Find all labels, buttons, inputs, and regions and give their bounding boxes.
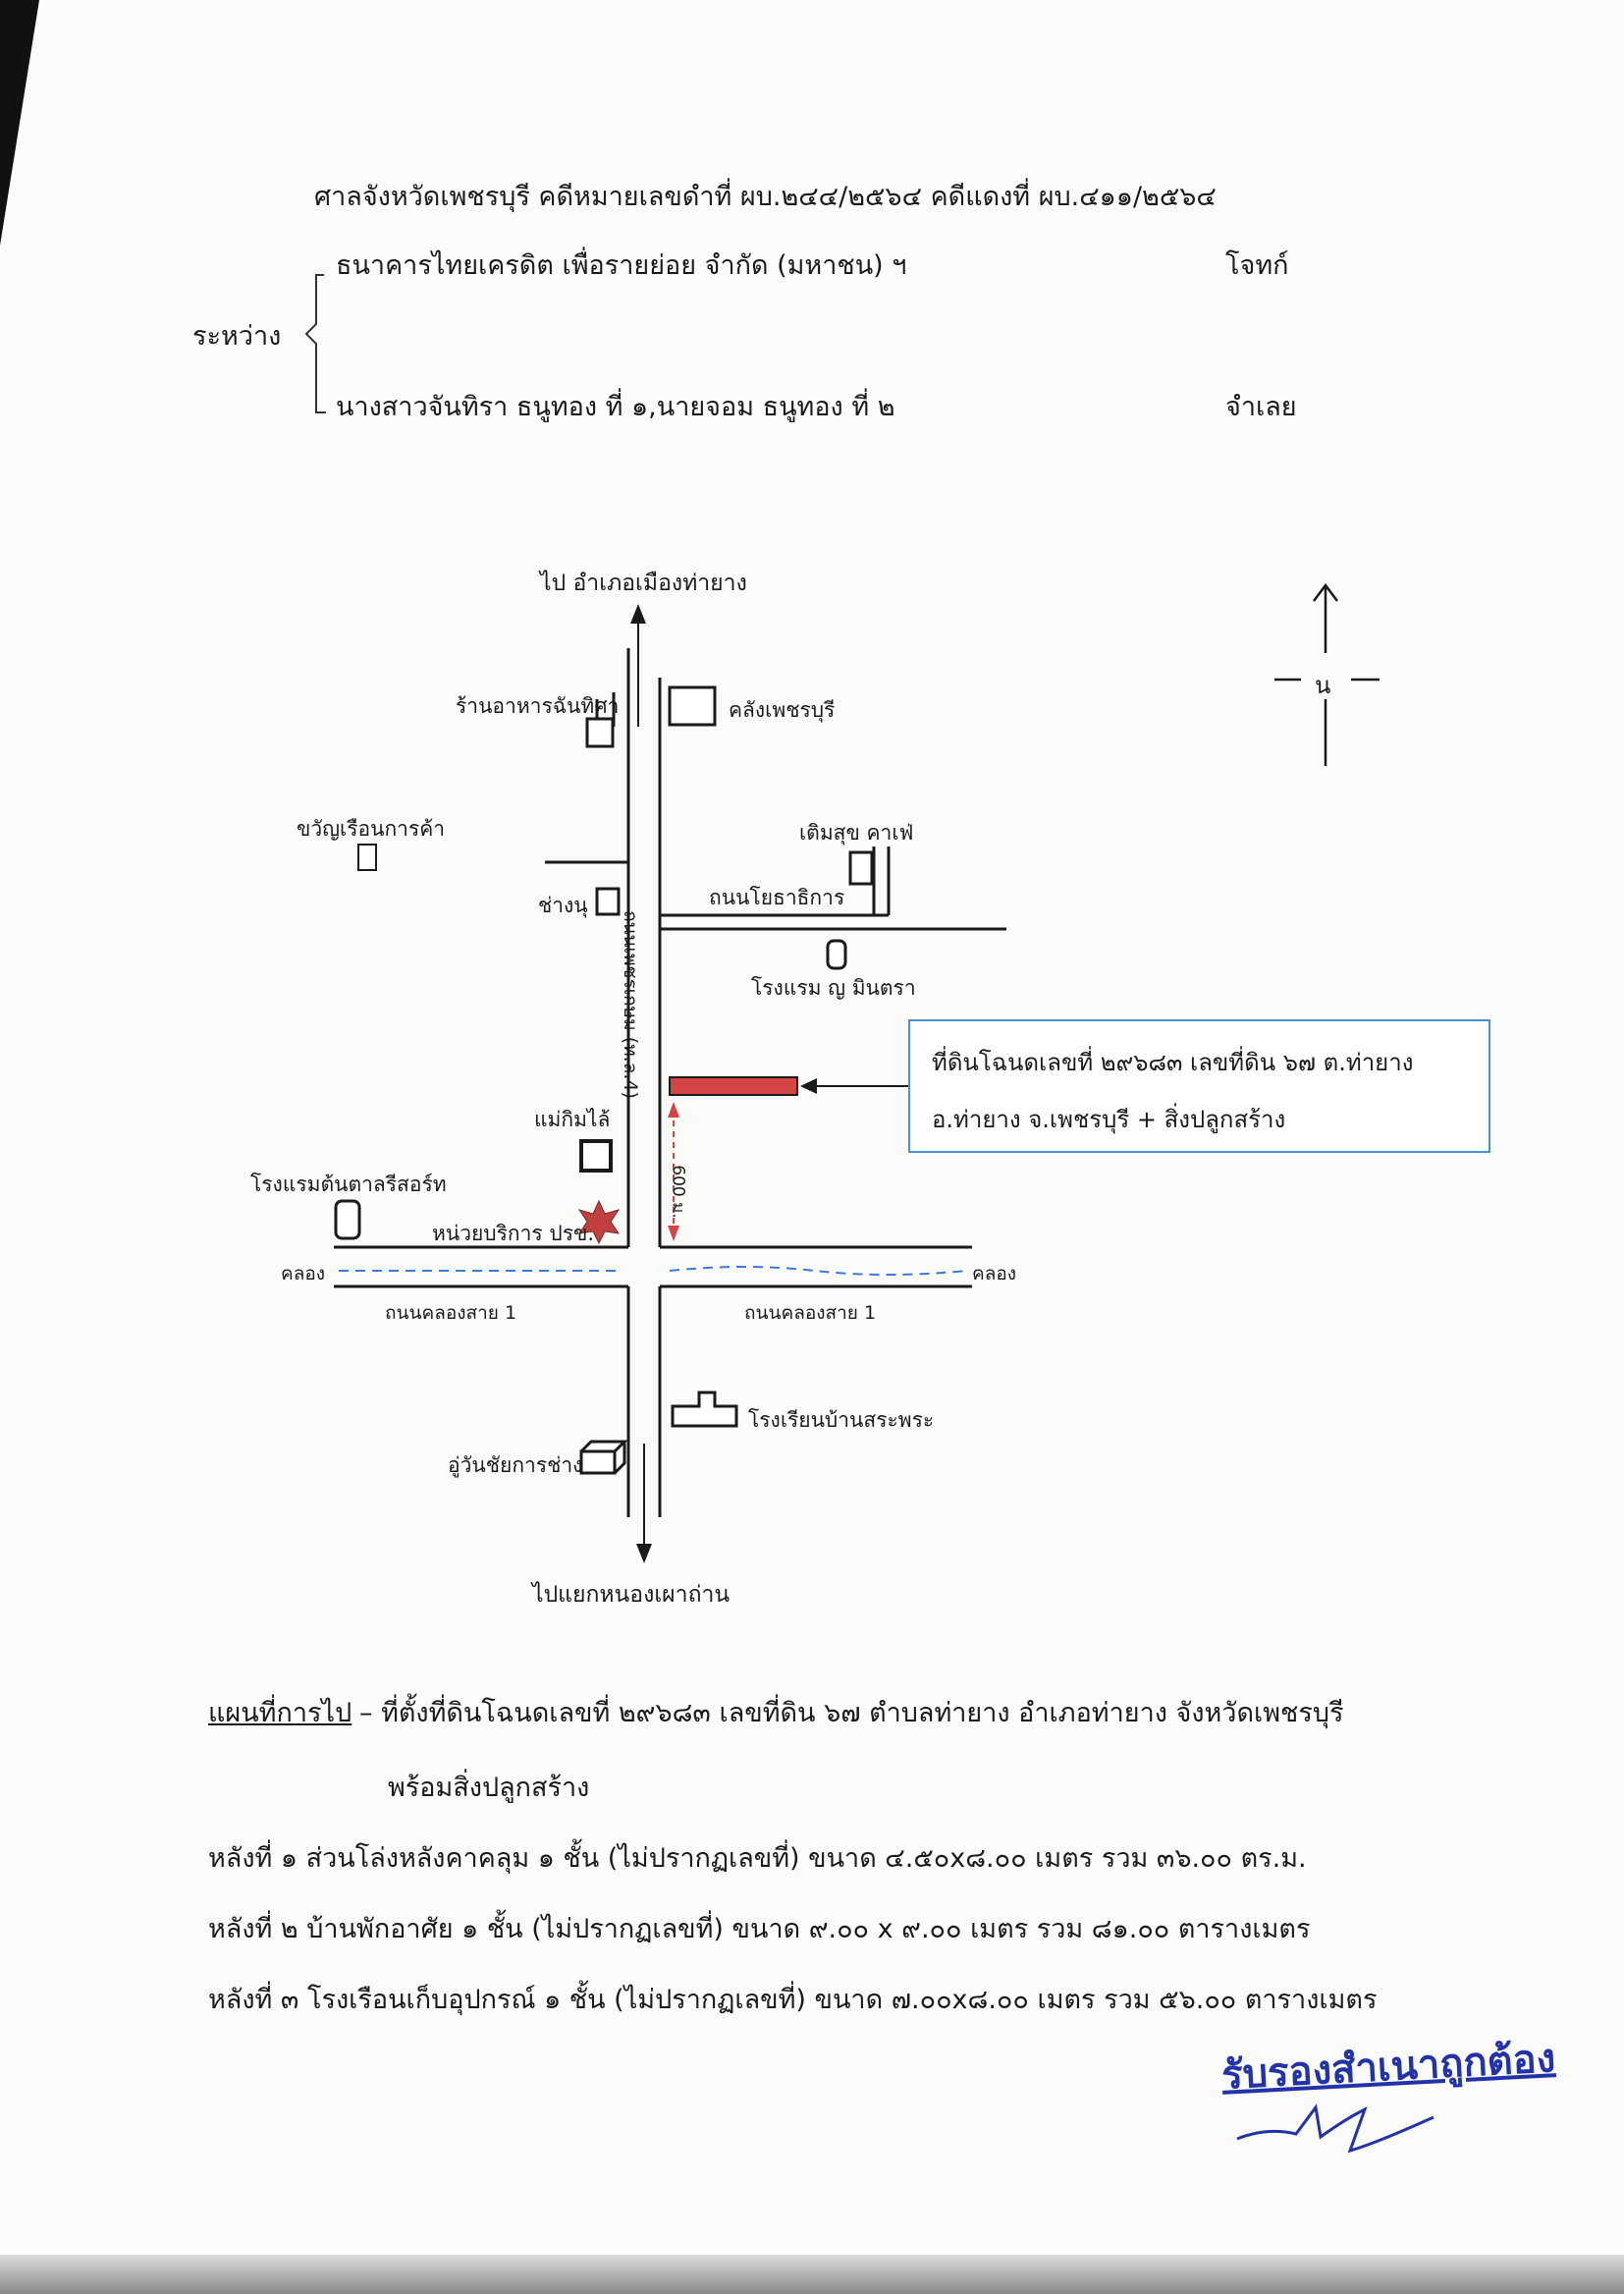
description-title: แผนที่การไป (208, 1698, 352, 1728)
hotel-icon (826, 939, 847, 970)
landmark-school: โรงเรียนบ้านสระพระ (748, 1408, 935, 1432)
plot-info-line1: ที่ดินโฉนดเลขที่ ๒๙๖๘๓ เลขที่ดิน ๖๗ ต.ท่… (932, 1049, 1414, 1076)
canal-road (334, 1245, 972, 1288)
building-3: หลังที่ ๓ โรงเรือนเก็บอุปกรณ์ ๑ ชั้น (ไม… (208, 1985, 1378, 2015)
plot-info-box: ที่ดินโฉนดเลขที่ ๒๙๖๘๓ เลขที่ดิน ๖๗ ต.ท่… (908, 1019, 1490, 1153)
building-1: หลังที่ ๑ ส่วนโล่งหลังคาคลุม ๑ ชั้น (ไม่… (208, 1843, 1307, 1874)
land-plot-marker (669, 1076, 798, 1096)
description-line2: พร้อมสิ่งปลูกสร้าง (388, 1773, 590, 1803)
distance-label: 600 ม. (668, 1165, 688, 1219)
distance-arrow (668, 1102, 679, 1241)
plot-pointer-arrow (800, 1078, 908, 1094)
bracket-line (304, 274, 326, 413)
scan-dark-corner (0, 0, 39, 246)
scan-bottom-edge (0, 2255, 1624, 2294)
resort-icon (334, 1199, 361, 1240)
compass-north-icon (1274, 582, 1380, 766)
landmark-restaurant: ร้านอาหารฉันทิศา (456, 694, 620, 718)
mae-kim-lai-icon (579, 1139, 613, 1173)
school-icon (671, 1391, 738, 1428)
landmark-cafe: เติมสุข คาเฟ่ (799, 821, 914, 845)
cafe-icon (848, 850, 874, 886)
side-road-yotha (660, 847, 1006, 931)
description-line1: – ที่ตั้งที่ดินโฉนดเลขที่ ๒๙๖๘๓ เลขที่ดิ… (359, 1698, 1344, 1728)
north-road-arrow (630, 604, 646, 727)
landmark-shapes (334, 685, 874, 1475)
building-2: หลังที่ ๒ บ้านพักอาศัย ๑ ชั้น (ไม่ปรากฏเ… (208, 1914, 1311, 1944)
canal-left-label: คลอง (281, 1263, 326, 1284)
landmark-garage: อู่วันชัยการช่าง (448, 1453, 583, 1477)
south-road-arrow (636, 1444, 652, 1563)
landmark-mechanic: ช่างนุ (538, 894, 588, 917)
side-road-label: ถนนโยธาธิการ (709, 886, 845, 909)
landmark-service-unit: หน่วยบริการ ปรข. (432, 1222, 595, 1245)
landmark-mae-kim-lai: แม่กิมไล้ (534, 1108, 611, 1131)
landmark-shop: ขวัญเรือนการค้า (297, 817, 446, 841)
service-unit-star-icon (577, 1199, 621, 1245)
party-bracket (304, 274, 326, 413)
signature (1236, 2103, 1435, 2154)
canal-road-left-label: ถนนคลองสาย 1 (385, 1302, 517, 1324)
shop-icon (357, 844, 377, 871)
defendant-role: จำเลย (1225, 392, 1297, 422)
between-label: ระหว่าง (192, 321, 282, 352)
plot-info-line2: อ.ท่ายาง จ.เพชรบุรี + สิ่งปลูกสร้าง (932, 1106, 1286, 1133)
plaintiff-name: ธนาคารไทยเครดิต เพื่อรายย่อย จำกัด (มหาช… (336, 250, 907, 281)
south-destination-label: ไปแยกหนองเผาถ่าน (532, 1582, 731, 1608)
restaurant-icon (585, 717, 615, 748)
defendant-name: นางสาวจันทิรา ธนูทอง ที่ ๑,นายจอม ธนูทอง… (336, 392, 895, 422)
garage-icon (579, 1440, 628, 1475)
mechanic-icon (595, 887, 621, 916)
landmark-resort: โรงแรมต้นตาลรีสอร์ท (250, 1173, 447, 1196)
north-destination-label: ไป อำเภอเมืองท่ายาง (540, 571, 747, 596)
canal-right-label: คลอง (972, 1263, 1017, 1284)
main-road (595, 648, 662, 1517)
compass-north-label: น (1315, 672, 1331, 699)
main-road-label: ถนนเพชรเกษม (ท.ล.4) (620, 910, 641, 1099)
warehouse-icon (668, 685, 717, 727)
landmark-hotel: โรงแรม ญ มินตรา (751, 976, 916, 1000)
plaintiff-role: โจทก์ (1225, 250, 1289, 281)
court-case-line: ศาลจังหวัดเพชรบุรี คดีหมายเลขดำที่ ผบ.๒๔… (314, 182, 1217, 212)
canal-road-right-label: ถนนคลองสาย 1 (744, 1302, 877, 1324)
canal-water (339, 1266, 968, 1276)
landmark-warehouse: คลังเพชรบุรี (729, 698, 836, 722)
